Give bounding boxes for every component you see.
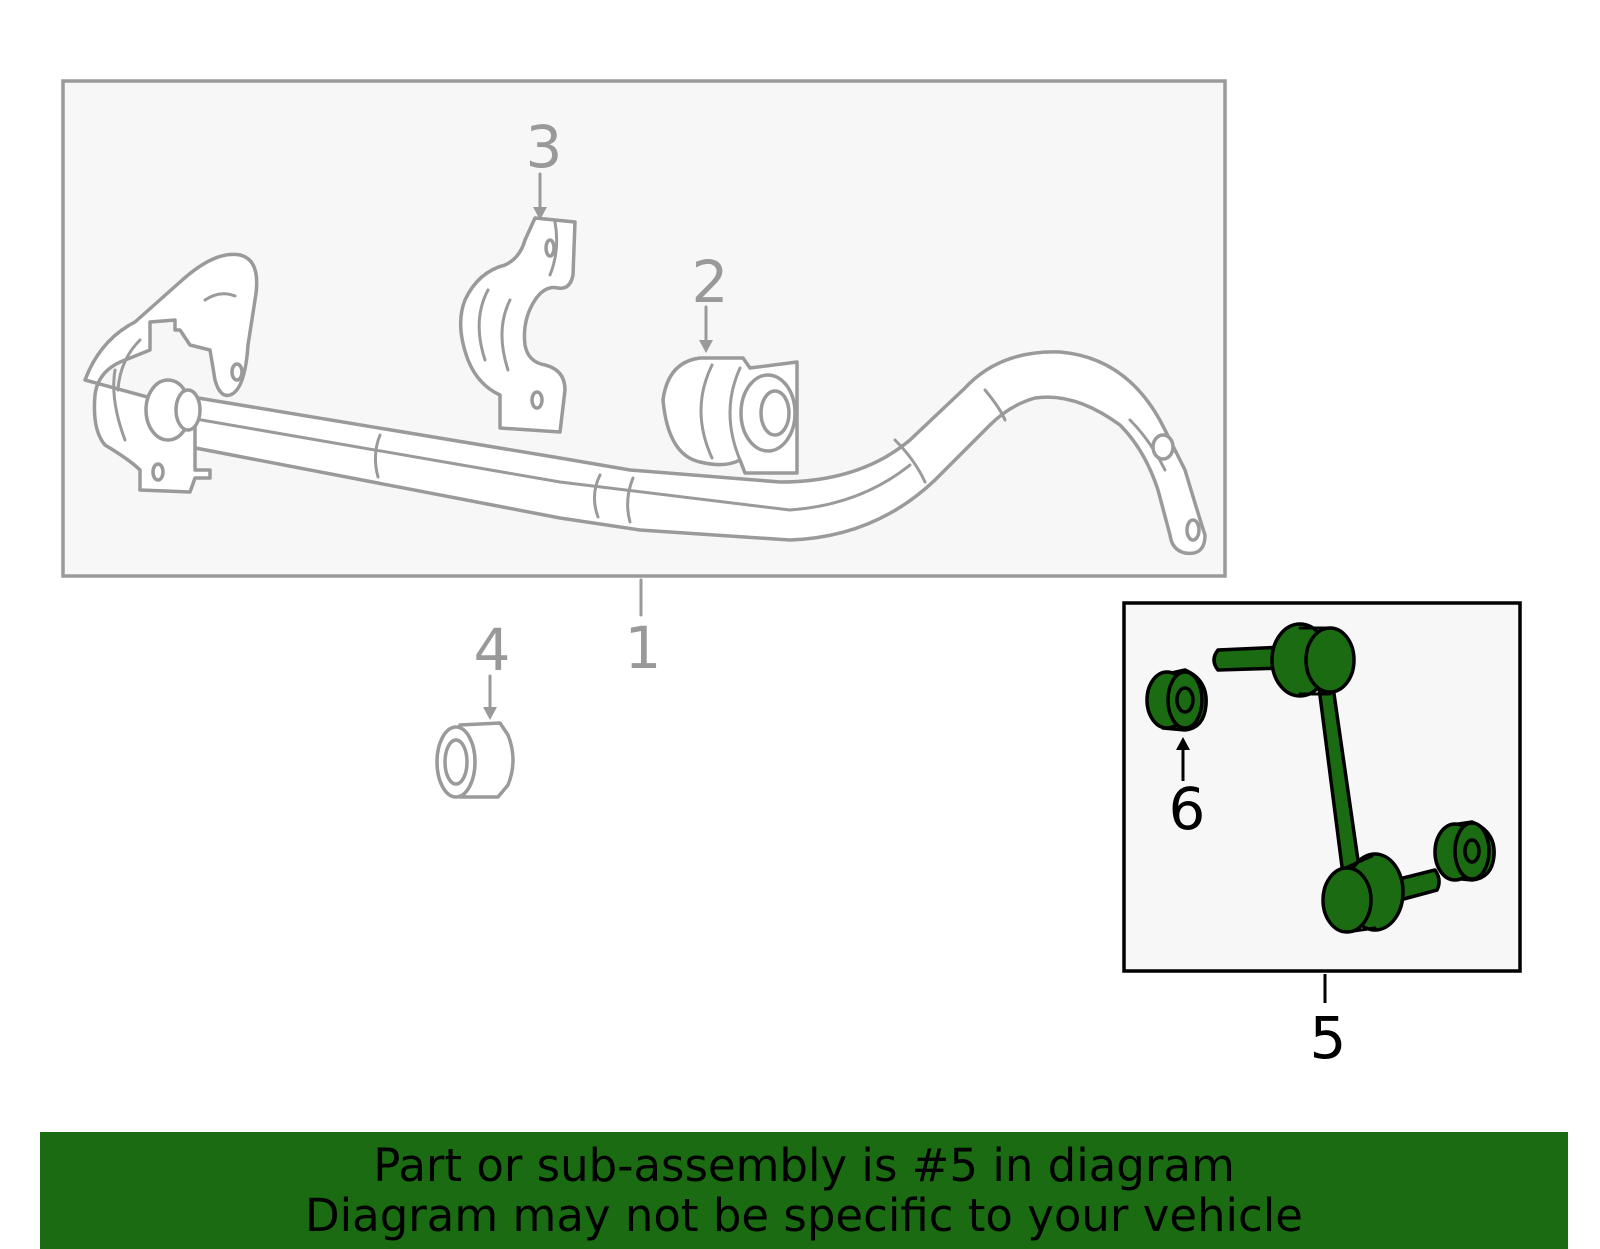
- nut-part-6-lower: [1433, 820, 1496, 882]
- stabilizer-link-part-5: [1212, 622, 1441, 934]
- callout-3: 3: [526, 113, 563, 181]
- callout-5: 5: [1310, 1004, 1347, 1072]
- callout-4: 4: [474, 616, 511, 684]
- banner-line-1: Part or sub-assembly is #5 in diagram: [373, 1138, 1235, 1192]
- bushing-part-4: [435, 721, 515, 799]
- parts-diagram: 1 2 3 4 5 6: [61, 79, 1522, 1072]
- nut-part-6-upper: [1145, 668, 1208, 732]
- bracket-part-3: [458, 216, 577, 434]
- stabilizer-bar: [83, 252, 1207, 556]
- callout-6: 6: [1169, 775, 1206, 843]
- banner-line-2: Diagram may not be specific to your vehi…: [305, 1188, 1303, 1242]
- callout-2: 2: [692, 248, 729, 316]
- bushing-part-2: [661, 356, 799, 475]
- info-banner: Part or sub-assembly is #5 in diagram Di…: [40, 1132, 1568, 1249]
- callout-1: 1: [625, 614, 662, 682]
